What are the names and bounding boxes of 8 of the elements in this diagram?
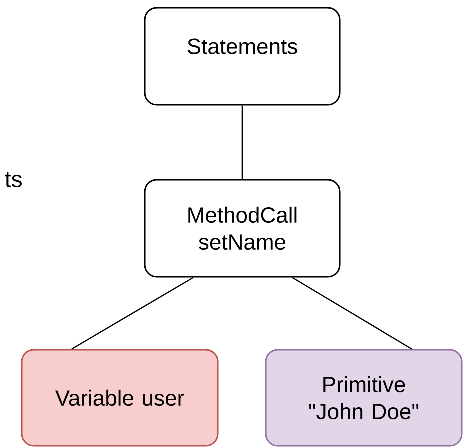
connector-line [242,106,244,180]
text-label: ts [5,172,22,188]
process-box: MethodCall setName [144,179,341,278]
process-box: Variable user [21,349,219,447]
process-box: Statements [144,7,341,106]
process-box: Primitive "John Doe" [265,349,463,447]
connector-line [292,277,412,350]
connector-line [72,277,194,350]
